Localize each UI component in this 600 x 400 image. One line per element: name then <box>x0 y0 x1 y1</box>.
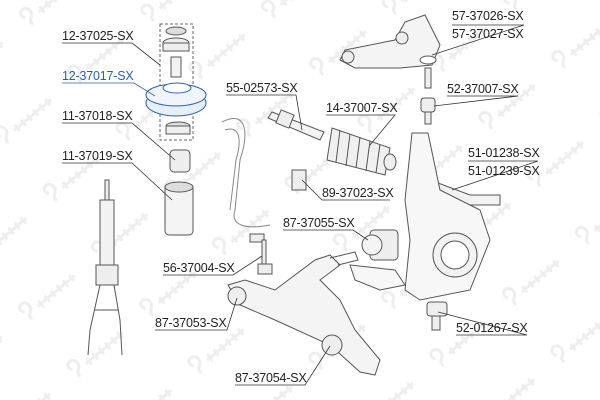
label-89-37023-sx: 89-37023-SX <box>322 186 394 200</box>
label-11-37019-sx: 11-37019-SX <box>62 149 133 163</box>
shock-absorber <box>87 179 123 356</box>
rear-bushing <box>349 229 406 291</box>
tie-rod <box>267 109 325 141</box>
leader-lines <box>62 24 539 386</box>
strut-mount-assembly <box>145 23 207 236</box>
upper-ball-joint <box>420 97 436 125</box>
label-14-37007-sx: 14-37007-SX <box>326 101 398 115</box>
lower-control-arm <box>227 251 381 376</box>
stabilizer-link <box>249 233 273 275</box>
label-87-37054-sx: 87-37054-SX <box>235 371 307 385</box>
label-52-01267-sx: 52-01267-SX <box>456 321 528 335</box>
label-51-01239-sx: 51-01239-SX <box>468 164 540 178</box>
label-52-37007-sx: 52-37007-SX <box>447 82 519 96</box>
steering-knuckle <box>404 132 491 301</box>
label-57-37026-sx: 57-37026-SX <box>452 9 524 23</box>
label-12-37025-sx: 12-37025-SX <box>62 29 134 43</box>
label-87-37053-sx: 87-37053-SX <box>155 316 227 330</box>
lower-ball-joint <box>426 301 448 331</box>
label-56-37004-sx: 56-37004-SX <box>163 261 235 275</box>
label-12-37017-sx: 12-37017-SX <box>62 69 134 83</box>
rack-boot <box>326 127 397 176</box>
upper-control-arm <box>339 14 441 89</box>
label-55-02573-sx: 55-02573-SX <box>226 81 298 95</box>
label-51-01238-sx: 51-01238-SX <box>468 146 540 160</box>
label-11-37018-sx: 11-37018-SX <box>62 109 133 123</box>
stab-bushing <box>291 169 307 191</box>
label-87-37055-sx: 87-37055-SX <box>283 216 355 230</box>
label-57-37027-sx: 57-37027-SX <box>452 27 524 41</box>
stabilizer-bar <box>221 118 271 228</box>
